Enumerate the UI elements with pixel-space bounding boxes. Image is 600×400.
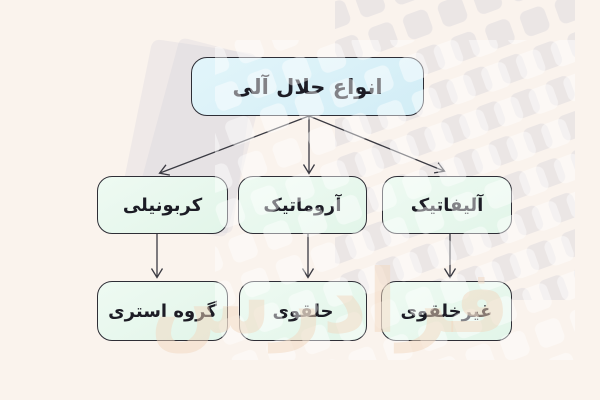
node-carbonyl: کربونیلی — [97, 176, 228, 234]
node-noncyclic: غیرخلقوی — [381, 281, 512, 341]
node-aliphatic: آلیفاتیک — [382, 176, 512, 234]
node-organic-solvent-types: انواع حلال آلی — [191, 57, 424, 116]
node-aromatic: آروماتیک — [238, 176, 367, 234]
watermark-tile-grid-gray — [335, 0, 575, 300]
node-ester-group: گروه استری — [97, 281, 228, 341]
node-cyclic: حلقوی — [239, 281, 367, 341]
arrow-root-to-aliphatic — [308, 115, 446, 174]
arrow-root-to-carbonyl — [158, 115, 310, 176]
